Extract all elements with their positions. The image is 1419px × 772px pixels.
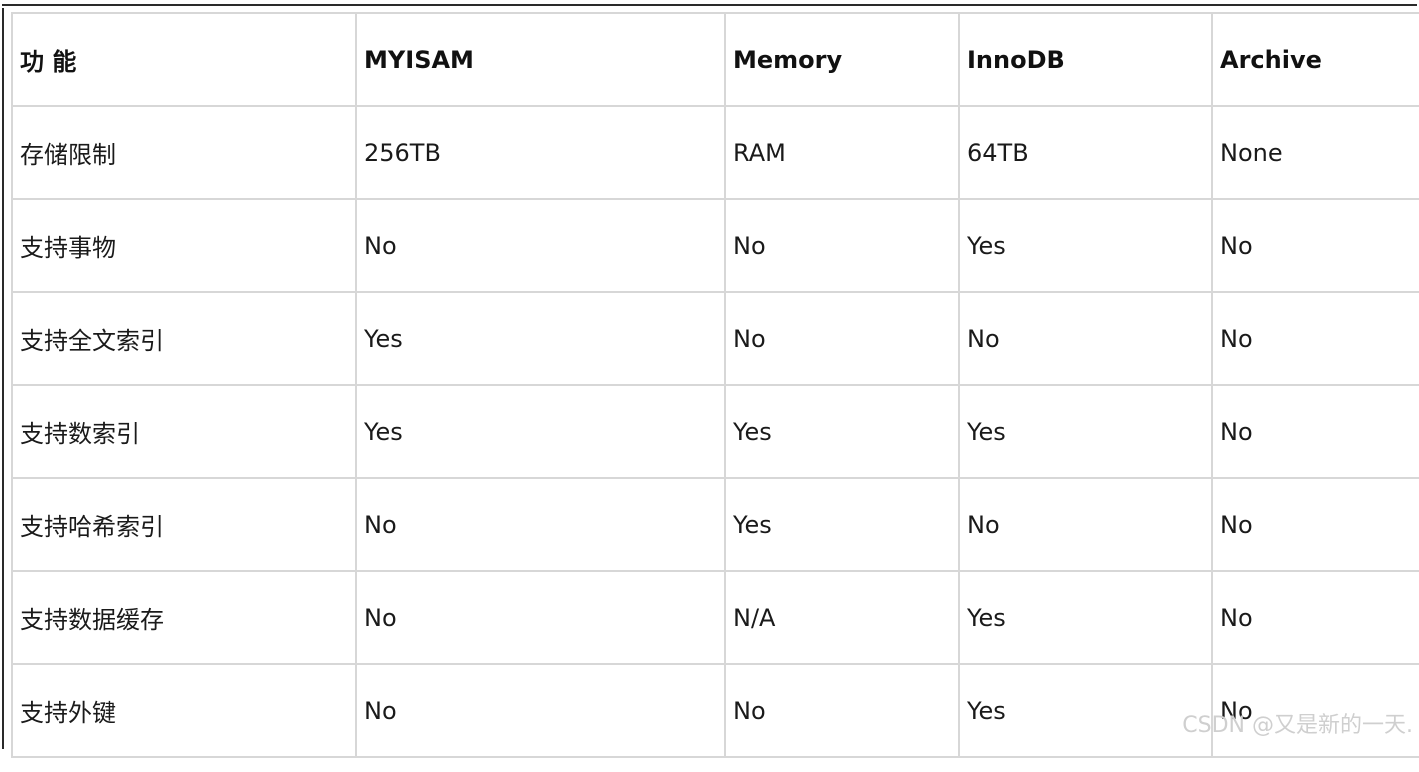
- header-feature: 功 能: [11, 12, 357, 107]
- cell-innodb: Yes: [958, 384, 1213, 479]
- table-row: 支持外键 No No Yes No: [11, 663, 1419, 758]
- cell-innodb: Yes: [958, 663, 1213, 758]
- header-archive: Archive: [1211, 12, 1419, 107]
- cell-memory: No: [724, 663, 960, 758]
- cell-archive: None: [1211, 105, 1419, 200]
- cell-memory: N/A: [724, 570, 960, 665]
- cell-archive: No: [1211, 384, 1419, 479]
- table-row: 支持事物 No No Yes No: [11, 198, 1419, 293]
- cell-archive: No: [1211, 663, 1419, 758]
- header-myisam: MYISAM: [355, 12, 726, 107]
- cell-innodb: Yes: [958, 570, 1213, 665]
- row-label: 支持哈希索引: [11, 477, 357, 572]
- cell-memory: No: [724, 198, 960, 293]
- cell-memory: No: [724, 291, 960, 386]
- table-row: 支持哈希索引 No Yes No No: [11, 477, 1419, 572]
- cell-myisam: No: [355, 570, 726, 665]
- cell-myisam: Yes: [355, 291, 726, 386]
- cell-myisam: Yes: [355, 384, 726, 479]
- table-row: 存储限制 256TB RAM 64TB None: [11, 105, 1419, 200]
- row-label: 支持外键: [11, 663, 357, 758]
- cell-memory: Yes: [724, 477, 960, 572]
- cell-innodb: No: [958, 477, 1213, 572]
- top-divider: [2, 4, 1417, 6]
- table-row: 支持数据缓存 No N/A Yes No: [11, 570, 1419, 665]
- cell-myisam: 256TB: [355, 105, 726, 200]
- cell-myisam: No: [355, 198, 726, 293]
- cell-archive: No: [1211, 291, 1419, 386]
- cell-memory: Yes: [724, 384, 960, 479]
- cell-archive: No: [1211, 477, 1419, 572]
- table-container: 功 能 MYISAM Memory InnoDB Archive 存储限制 25…: [11, 12, 1419, 772]
- cell-archive: No: [1211, 570, 1419, 665]
- cell-myisam: No: [355, 477, 726, 572]
- left-divider: [2, 8, 4, 749]
- row-label: 支持事物: [11, 198, 357, 293]
- row-label: 支持数据缓存: [11, 570, 357, 665]
- header-row: 功 能 MYISAM Memory InnoDB Archive: [11, 12, 1419, 107]
- row-label: 存储限制: [11, 105, 357, 200]
- cell-innodb: 64TB: [958, 105, 1213, 200]
- row-label: 支持数索引: [11, 384, 357, 479]
- cell-memory: RAM: [724, 105, 960, 200]
- cell-myisam: No: [355, 663, 726, 758]
- cell-innodb: Yes: [958, 198, 1213, 293]
- table-row: 支持数索引 Yes Yes Yes No: [11, 384, 1419, 479]
- header-innodb: InnoDB: [958, 12, 1213, 107]
- cell-archive: No: [1211, 198, 1419, 293]
- document-page: 功 能 MYISAM Memory InnoDB Archive 存储限制 25…: [2, 4, 1419, 758]
- header-memory: Memory: [724, 12, 960, 107]
- row-label: 支持全文索引: [11, 291, 357, 386]
- cell-innodb: No: [958, 291, 1213, 386]
- storage-engine-comparison-table: 功 能 MYISAM Memory InnoDB Archive 存储限制 25…: [11, 12, 1419, 758]
- table-row: 支持全文索引 Yes No No No: [11, 291, 1419, 386]
